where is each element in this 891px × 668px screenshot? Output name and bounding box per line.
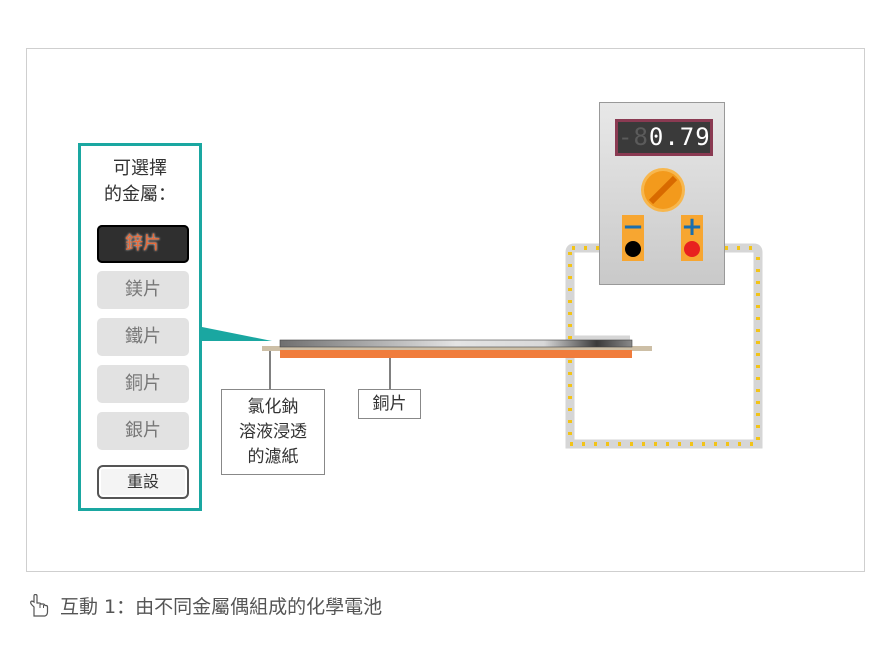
- filter-paper-label: 氯化鈉 溶液浸透 的濾紙: [221, 389, 325, 475]
- copper-strip: [280, 350, 632, 358]
- metal-button-magnesium[interactable]: 鎂片: [97, 271, 189, 309]
- voltmeter-ghost-digits: -8: [618, 123, 649, 151]
- metal-button-copper[interactable]: 銅片: [97, 365, 189, 403]
- metal-button-zinc[interactable]: 鋅片: [97, 225, 189, 263]
- reset-button[interactable]: 重設: [97, 465, 189, 499]
- filter-paper-label-line2: 溶液浸透: [239, 422, 307, 442]
- metal-button-iron[interactable]: 鐵片: [97, 318, 189, 356]
- voltmeter-display: -80.79: [615, 119, 713, 156]
- figure-caption: 互動 1：由不同金屬偶組成的化學電池: [60, 596, 383, 618]
- plus-icon: +: [681, 212, 703, 242]
- metal-selection-panel: 可選擇 的金屬： 鋅片 鎂片 鐵片 銅片 銀片 重設: [78, 143, 202, 511]
- negative-terminal-dot: [625, 241, 641, 257]
- pointing-hand-icon: [30, 594, 49, 617]
- panel-title-line2: 的金屬：: [104, 184, 176, 205]
- positive-terminal: +: [681, 212, 703, 261]
- voltmeter-reading: 0.79: [648, 123, 711, 151]
- minus-icon: −: [622, 212, 644, 242]
- copper-label: 銅片: [358, 389, 421, 419]
- zinc-strip: [279, 339, 633, 348]
- negative-terminal: −: [622, 212, 644, 261]
- positive-terminal-dot: [684, 241, 700, 257]
- voltmeter: -80.79 − +: [599, 102, 725, 285]
- filter-paper-label-line1: 氯化鈉: [247, 397, 299, 417]
- panel-title: 可選擇 的金屬：: [81, 156, 199, 208]
- metal-button-silver[interactable]: 銀片: [97, 412, 189, 450]
- filter-paper-label-line3: 的濾紙: [247, 447, 299, 467]
- filter-paper: [262, 346, 652, 351]
- panel-title-line1: 可選擇: [113, 158, 167, 179]
- voltmeter-knob: [644, 171, 682, 209]
